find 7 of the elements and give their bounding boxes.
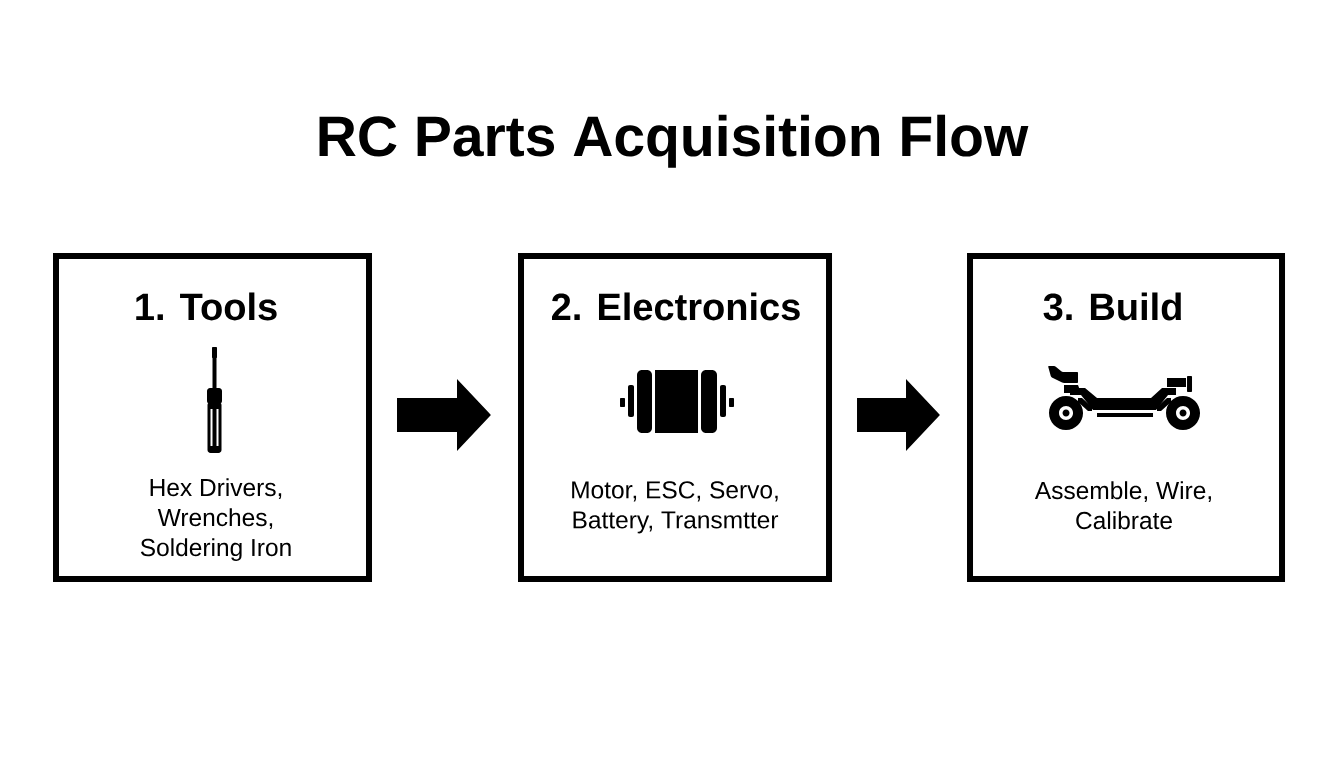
step-description: Assemble, Wire, Calibrate: [1034, 481, 1211, 530]
step-heading: 1. Tools: [136, 292, 277, 321]
step-heading: 3. Build: [1043, 292, 1181, 321]
step-description: Motor, ESC, Servo, Battery, Transmtter: [572, 481, 779, 534]
step-heading: 2. Electronics: [552, 292, 800, 321]
diagram-title: RC Parts Acquisition Flow: [319, 114, 1029, 168]
step-description: Hex Drivers, Wrenches, Soldering Iron: [140, 478, 291, 562]
